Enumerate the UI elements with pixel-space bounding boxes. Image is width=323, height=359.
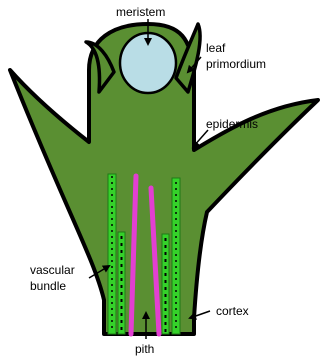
label-leaf-primordium-line1: leaf	[206, 41, 226, 55]
label-pith: pith	[135, 342, 154, 356]
label-cortex: cortex	[216, 304, 249, 318]
label-meristem: meristem	[116, 5, 165, 19]
label-leaf-primordium-line2: primordium	[206, 57, 266, 71]
label-vascular-bundle-line2: bundle	[30, 279, 66, 293]
label-epidermis: epidermis	[206, 117, 258, 131]
label-vascular-bundle-line1: vascular	[30, 263, 75, 277]
